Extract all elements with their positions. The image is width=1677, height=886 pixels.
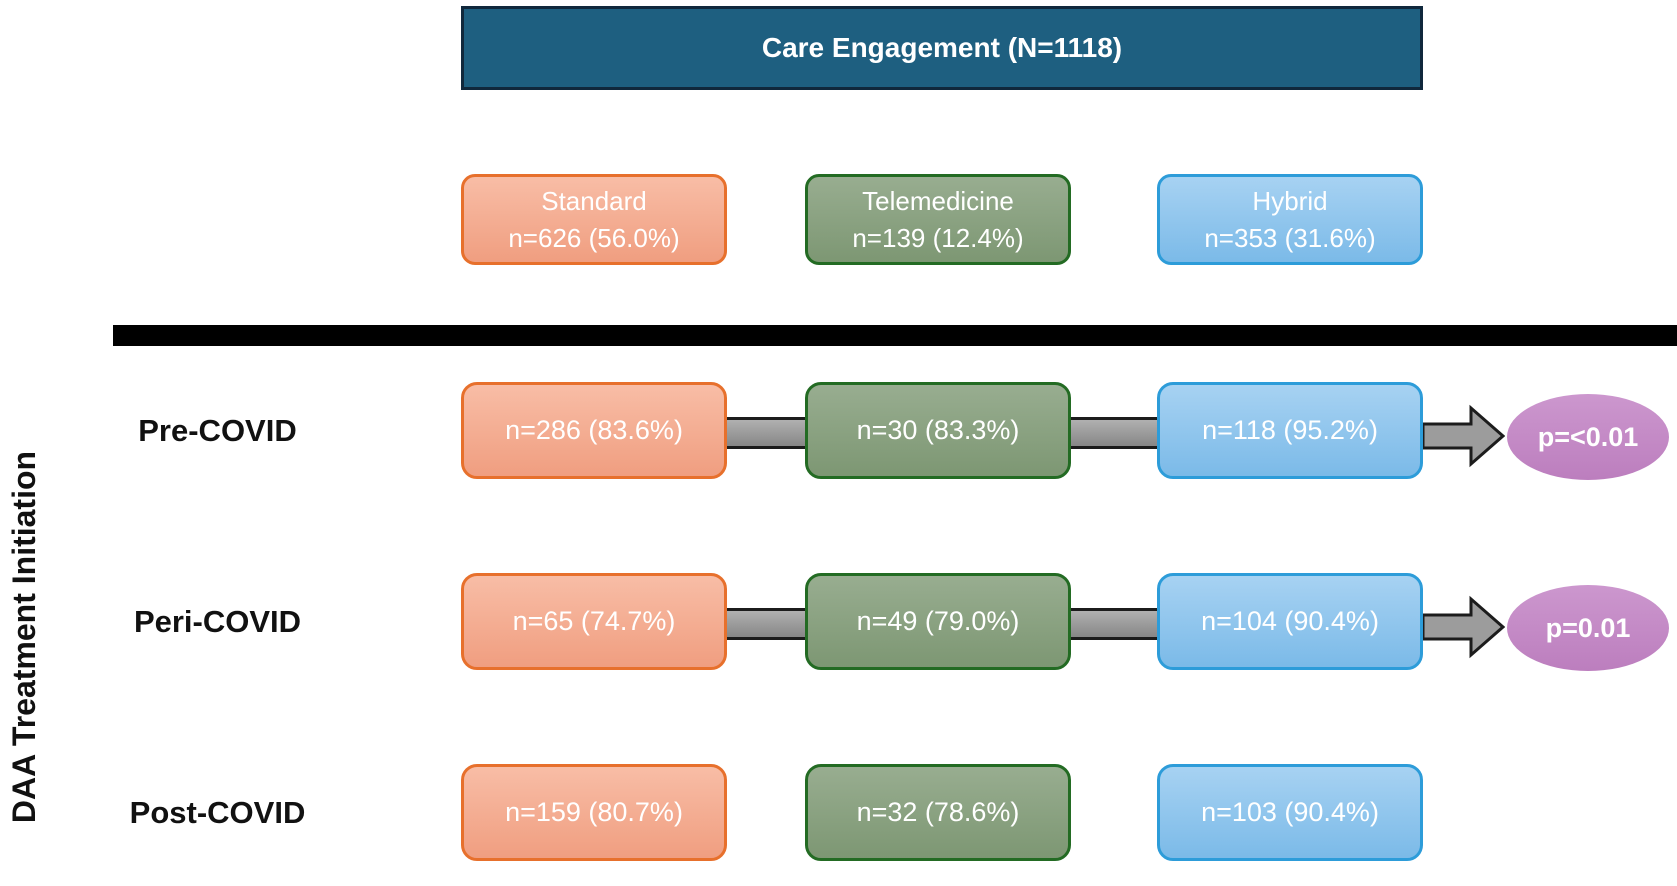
value-box-standard: n=286 (83.6%) bbox=[461, 382, 727, 479]
connector-bar bbox=[718, 608, 818, 640]
group-name: Hybrid bbox=[1252, 186, 1328, 217]
group-name: Standard bbox=[541, 186, 647, 217]
connector-bar bbox=[1062, 608, 1170, 640]
group-count: n=139 (12.4%) bbox=[852, 222, 1024, 253]
value-box-telemedicine: n=32 (78.6%) bbox=[805, 764, 1071, 861]
value-box-telemedicine: n=30 (83.3%) bbox=[805, 382, 1071, 479]
group-name: Telemedicine bbox=[862, 186, 1014, 217]
row-label: Peri-COVID bbox=[133, 603, 302, 639]
connector-bar bbox=[718, 417, 818, 449]
row-label: Pre-COVID bbox=[138, 412, 297, 448]
row-pre-covid: Pre-COVID n=286 (83.6%) n=30 (83.3%) n=1… bbox=[0, 382, 1677, 480]
figure-title-bar: Care Engagement (N=1118) bbox=[461, 6, 1423, 90]
value-box-telemedicine: n=49 (79.0%) bbox=[805, 573, 1071, 670]
flow-arrow-icon bbox=[1421, 595, 1505, 659]
value-box-standard: n=65 (74.7%) bbox=[461, 573, 727, 670]
value-box-hybrid: n=118 (95.2%) bbox=[1157, 382, 1423, 479]
p-value-ellipse: p=<0.01 bbox=[1507, 394, 1669, 480]
section-divider-bar bbox=[113, 325, 1677, 346]
group-count: n=353 (31.6%) bbox=[1204, 222, 1376, 253]
figure-title: Care Engagement (N=1118) bbox=[761, 32, 1123, 63]
group-box-standard: Standard n=626 (56.0%) bbox=[461, 174, 727, 265]
value-box-hybrid: n=103 (90.4%) bbox=[1157, 764, 1423, 861]
flow-arrow-icon bbox=[1421, 404, 1505, 468]
row-peri-covid: Peri-COVID n=65 (74.7%) n=49 (79.0%) n=1… bbox=[0, 573, 1677, 671]
row-label: Post-COVID bbox=[129, 794, 306, 830]
group-box-hybrid: Hybrid n=353 (31.6%) bbox=[1157, 174, 1423, 265]
value-box-hybrid: n=104 (90.4%) bbox=[1157, 573, 1423, 670]
group-box-telemedicine: Telemedicine n=139 (12.4%) bbox=[805, 174, 1071, 265]
connector-bar bbox=[1062, 417, 1170, 449]
group-count: n=626 (56.0%) bbox=[508, 222, 680, 253]
p-value-ellipse: p=0.01 bbox=[1507, 585, 1669, 671]
value-box-standard: n=159 (80.7%) bbox=[461, 764, 727, 861]
row-post-covid: Post-COVID n=159 (80.7%) n=32 (78.6%) n=… bbox=[0, 764, 1677, 861]
